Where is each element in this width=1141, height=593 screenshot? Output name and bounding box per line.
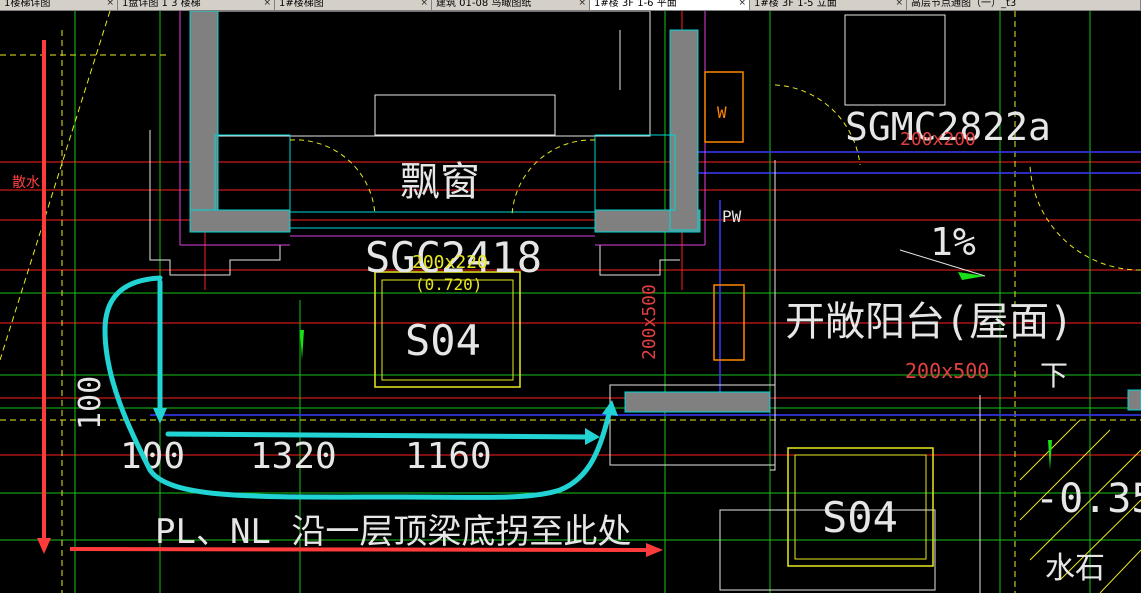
pw-label: PW [722,207,742,226]
balcony-label: 开敞阳台(屋面) [785,299,1073,345]
bay-window-label: 飘窗 [400,159,480,205]
s04-label-upper: S04 [405,316,481,365]
beam-v-label: 200x500 [639,284,660,360]
tab-stair-detail[interactable]: 1楼梯详图 × [0,0,118,10]
door-beam-label: 200x200 [900,129,976,150]
tab-arch-plan[interactable]: 建筑 01-08 鸟瞰图纸 × [432,0,590,10]
beam-upper-label: 200x220 [412,252,488,273]
close-icon[interactable]: × [738,0,746,8]
tab-label: 建筑 01-08 鸟瞰图纸 [436,0,532,9]
close-icon[interactable]: × [420,0,428,8]
tab-label: 1盘详图 1 3 楼梯 [122,0,201,9]
water-label: 水石 [1045,551,1105,586]
cyan-handwritten-annotation [102,275,613,500]
dimension-1320: 1320 [250,436,337,477]
tab-stair-detail-2[interactable]: 1盘详图 1 3 楼梯 × [118,0,275,10]
tab-label: 1#楼 3F 1-5 立面 [754,0,837,9]
yellow-dashed-lines [0,11,1141,593]
tab-elevation[interactable]: 1#楼 3F 1-5 立面 × [750,0,907,10]
tab-label: 高层节点通图（一）_t3 [911,0,1017,9]
pipe-routing-note: PL、NL 沿一层顶梁底拐至此处 [155,512,631,552]
door-swing-arcs [289,84,1141,271]
tab-floor-plan[interactable]: 1#楼 3F 1-6 平面 × [590,0,750,10]
slope-leader [899,249,986,277]
green-grid-lines [0,11,1141,593]
wall-fills [189,11,1141,413]
dimension-100-vertical: 100 [73,376,108,430]
close-icon[interactable]: × [578,0,586,8]
red-annotation-arrows [37,40,663,557]
tab-stair-plan[interactable]: 1#楼梯图 × [275,0,432,10]
s04-label-lower: S04 [822,493,898,542]
equipment-symbols [704,71,745,361]
elevation-label: -0.350 [1035,476,1141,522]
blue-lines [150,151,1141,416]
tab-label: 1#楼梯图 [279,0,324,9]
close-icon[interactable]: × [895,0,903,8]
cyan-arrowheads [153,400,618,445]
close-icon[interactable]: × [263,0,271,8]
cad-labels: 飘窗 SGC2418 200x220 (0.720) SGMC2822a 200… [12,103,1141,586]
apron-label: 散水 [12,175,40,191]
cad-drawing: 飘窗 SGC2418 200x220 (0.720) SGMC2822a 200… [0,11,1141,593]
drawing-tab-bar: 1楼梯详图 × 1盘详图 1 3 楼梯 × 1#楼梯图 × 建筑 01-08 鸟瞰图纸… [0,0,1141,11]
beam-h-label: 200x500 [905,359,989,383]
dimension-1160: 1160 [405,436,492,477]
cad-drawing-canvas[interactable]: 飘窗 SGC2418 200x220 (0.720) SGMC2822a 200… [0,11,1141,593]
window-code: SGC2418 [365,233,542,282]
tab-node-detail[interactable]: 高层节点通图（一）_t3 [907,0,1141,10]
down-label: 下 [1040,359,1068,392]
cyan-outlines [214,134,676,229]
beam-upper-elev: (0.720) [415,275,482,294]
green-arrows [300,272,1052,470]
tab-label: 1楼梯详图 [4,0,51,9]
tab-label: 1#楼 3F 1-6 平面 [594,0,677,9]
s04-boxes [374,271,934,567]
slope-label: 1% [930,220,976,264]
close-icon[interactable]: × [106,0,114,8]
building-outline [149,11,981,593]
door-code: SGMC2822a [845,105,1051,149]
w-label: W [717,103,727,122]
